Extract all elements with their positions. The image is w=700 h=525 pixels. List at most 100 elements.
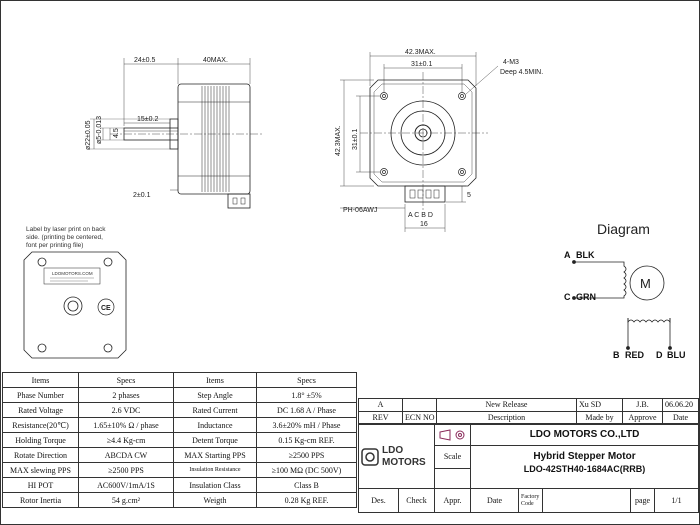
wire-c-label: C <box>564 292 571 302</box>
dim-31-top: 31±0.1 <box>411 61 432 68</box>
description-header: Description <box>436 411 577 424</box>
specs-row: HI POT AC600V/1mA/1S Insulation Class Cl… <box>2 477 357 493</box>
spec-value: 0.28 Kg REF. <box>256 492 357 508</box>
specs-header-items: Items <box>173 372 257 388</box>
specs-row: Holding Torque ≥4.4 Kg-cm Detent Torque … <box>2 432 357 448</box>
specs-header-row: Items Specs Items Specs <box>2 372 357 388</box>
appr-label: Appr. <box>434 488 471 513</box>
product-title: Hybrid Stepper Motor <box>533 451 636 462</box>
logo-icon <box>361 447 379 466</box>
dim-d5: ø5-0.013 <box>96 116 103 144</box>
date-value: 06.06.20 <box>662 398 699 412</box>
wire-a-label: A <box>564 250 571 260</box>
dim-45: 4.5 <box>113 128 120 138</box>
specs-row: Rated Voltage 2.6 VDC Rated Current DC 1… <box>2 402 357 418</box>
motor-front-view <box>90 58 262 209</box>
dim-15: 15±0.2 <box>137 116 158 123</box>
approve-value: J.B. <box>622 398 663 412</box>
spec-item: HI POT <box>2 477 79 493</box>
spec-value: 1.8° ±5% <box>256 387 357 403</box>
part-number: LDO-42STH40-1684AC(RRB) <box>523 464 646 474</box>
back-brand-text: LDOMOTORS.COM <box>52 271 93 276</box>
spec-value: DC 1.68 A / Phase <box>256 402 357 418</box>
date-header: Date <box>662 411 699 424</box>
spec-item: Insulation Class <box>173 477 257 493</box>
spec-value: 2.6 VDC <box>78 402 174 418</box>
title-cell: LDO MOTORS CO.,LTD Hybrid Stepper Motor … <box>470 424 699 489</box>
logo-text-bottom: MOTORS <box>382 456 426 468</box>
revision-header-row: REV ECN NO Description Made by Approve D… <box>358 411 699 424</box>
projection-scale-cell: Scale <box>434 424 471 489</box>
spec-item: Inductance <box>173 417 257 433</box>
dim-16: 16 <box>420 221 428 228</box>
spec-value: ≥2500 PPS <box>78 462 174 478</box>
spec-item: Rated Voltage <box>2 402 79 418</box>
spec-item: Rated Current <box>173 402 257 418</box>
spec-item: Step Angle <box>173 387 257 403</box>
motor-side-view <box>340 52 499 232</box>
spec-item: MAX slewing PPS <box>2 462 79 478</box>
label-note-line2: side. (printing be centered, <box>26 234 103 241</box>
ecn-value <box>402 398 437 412</box>
specs-row: Rotor Inertia 54 g.cm² Weigth 0.28 Kg RE… <box>2 492 357 508</box>
specs-header-specs: Specs <box>256 372 357 388</box>
specs-row: MAX slewing PPS ≥2500 PPS Insulation Res… <box>2 462 357 478</box>
spec-item: Resistance(20℃) <box>2 417 79 433</box>
specs-row: Rotate Direction ABCDA CW MAX Starting P… <box>2 447 357 463</box>
hole-spec: 4-M3 <box>503 59 519 66</box>
connector-label: PH-06AWJ <box>343 207 377 214</box>
wire-d-label: D <box>656 350 663 360</box>
motor-symbol: M <box>640 276 651 291</box>
wire-b-label: B <box>613 350 620 360</box>
dim-423max-left: 42.3MAX. <box>335 125 342 156</box>
company-name: LDO MOTORS CO.,LTD <box>471 426 698 446</box>
check-label: Check <box>398 488 435 513</box>
third-angle-projection-icon <box>439 429 464 441</box>
spec-item: MAX Starting PPS <box>173 447 257 463</box>
spec-value: 54 g.cm² <box>78 492 174 508</box>
diagram-title: Diagram <box>597 221 650 237</box>
dim-5: 5 <box>467 192 471 199</box>
revision-table: A New Release Xu SD J.B. 06.06.20 REV EC… <box>358 398 699 424</box>
ecn-header: ECN NO <box>402 411 437 424</box>
spec-item: Holding Torque <box>2 432 79 448</box>
spec-item: Phase Number <box>2 387 79 403</box>
dim-40max: 40MAX. <box>203 57 228 64</box>
dim-2: 2±0.1 <box>133 192 151 199</box>
factory-code-label: Factory Code <box>518 488 543 513</box>
wire-c-color: GRN <box>576 292 596 302</box>
rev-value: A <box>358 398 403 412</box>
made-by-value: Xu SD <box>576 398 623 412</box>
factory-code-value <box>542 488 631 513</box>
spec-item: Weigth <box>173 492 257 508</box>
page-value: 1/1 <box>654 488 699 513</box>
approve-header: Approve <box>622 411 663 424</box>
connector-pins: A C B D <box>408 212 433 219</box>
specs-header-specs: Specs <box>78 372 174 388</box>
wire-d-color: BLU <box>667 350 686 360</box>
spec-value: 2 phases <box>78 387 174 403</box>
scale-label: Scale <box>435 446 470 469</box>
signoff-row: Des. Check Appr. Date Factory Code page … <box>358 488 699 513</box>
spec-item: Detent Torque <box>173 432 257 448</box>
logo-text-top: LDO <box>382 444 404 456</box>
spec-value: ≥2500 PPS <box>256 447 357 463</box>
page-label: page <box>630 488 655 513</box>
wiring-diagram <box>572 260 672 350</box>
spec-value: Class B <box>256 477 357 493</box>
company-logo: LDO MOTORS <box>358 424 435 489</box>
spec-value: 1.65±10% Ω / phase <box>78 417 174 433</box>
wire-b-color: RED <box>625 350 645 360</box>
dim-31-left: 31±0.1 <box>352 129 359 150</box>
spec-item: Rotate Direction <box>2 447 79 463</box>
spec-item: Rotor Inertia <box>2 492 79 508</box>
specs-header-items: Items <box>2 372 79 388</box>
dim-24: 24±0.5 <box>134 57 155 64</box>
specs-table: Items Specs Items Specs Phase Number 2 p… <box>2 372 357 508</box>
specs-row: Resistance(20℃) 1.65±10% Ω / phase Induc… <box>2 417 357 433</box>
dim-423max-top: 42.3MAX. <box>405 49 436 56</box>
motor-back-view <box>23 251 127 359</box>
des-label: Des. <box>358 488 399 513</box>
description-value: New Release <box>436 398 577 412</box>
